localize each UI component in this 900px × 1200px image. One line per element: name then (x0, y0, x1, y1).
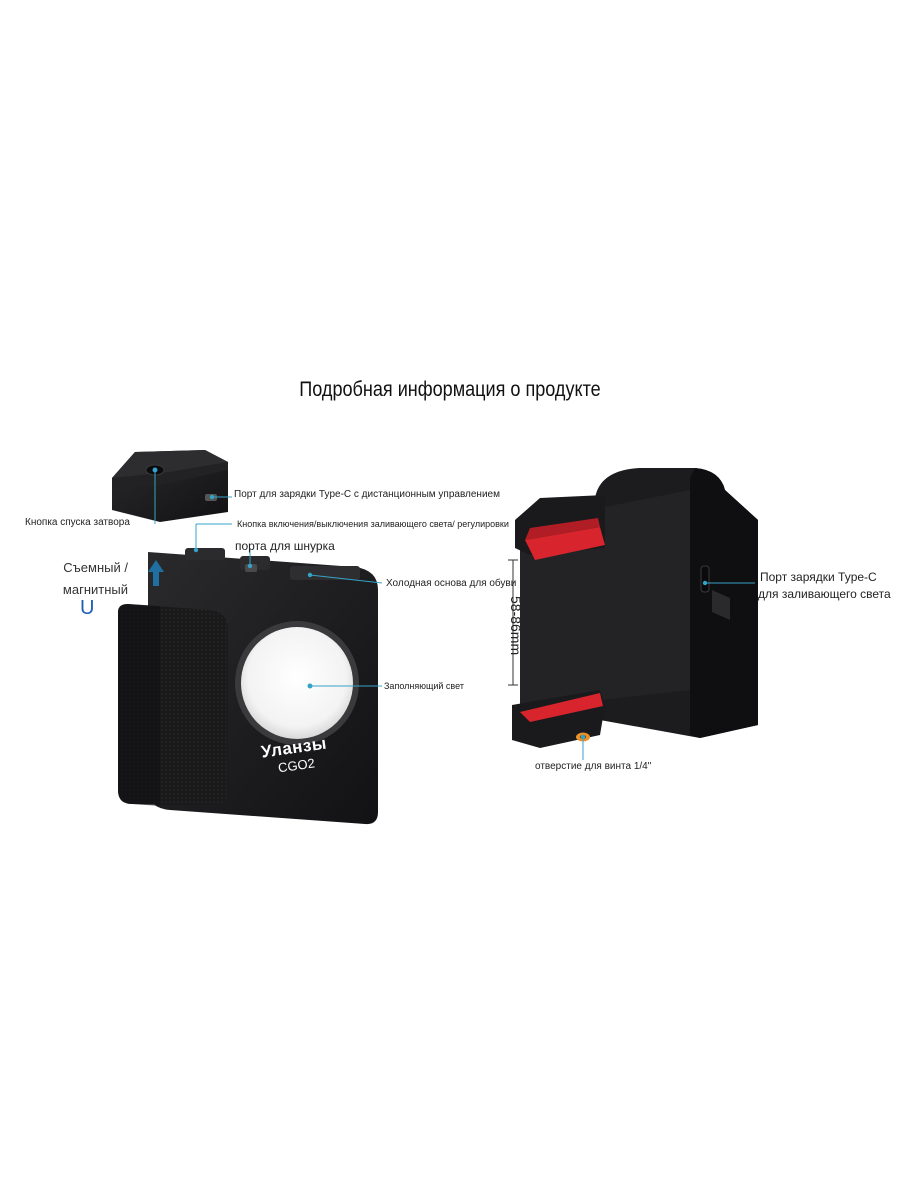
left-callout-lines (154, 470, 383, 687)
callout-lanyard-port: порта для шнурка (235, 539, 335, 553)
detachable-note: Съемный / магнитный (30, 557, 128, 601)
callout-shutter-button: Кнопка спуска затвора (25, 517, 130, 528)
right-callout-lines (582, 582, 755, 760)
remote-shutter-module (112, 450, 228, 522)
magnet-u-letter: U (80, 597, 95, 619)
right-callout-dots (580, 580, 708, 740)
callout-type-c-remote: Порт для зарядки Type-C с дистанционным … (234, 489, 500, 500)
page-title: Подробная информация о продукте (299, 378, 601, 401)
left-callout-dots (152, 467, 313, 689)
phone-clamp-device (512, 468, 758, 748)
phone-grip-body (118, 548, 378, 825)
callout-fill-light: Заполняющий свет (384, 681, 464, 691)
detach-arrow-icon (148, 560, 164, 586)
callout-type-c-light-line2: для заливающего света (758, 587, 891, 601)
detachable-note-line1: Съемный / (63, 560, 128, 575)
clamp-range-label: 58-86mm (508, 596, 524, 656)
callout-screw-hole: отверстие для винта 1/4" (535, 761, 652, 772)
detachable-note-line2: магнитный (62, 582, 128, 597)
clamp-dimension-line (508, 559, 518, 686)
callout-light-power-button: Кнопка включения/выключения заливающего … (237, 519, 509, 529)
callout-cold-shoe: Холодная основа для обуви (386, 578, 517, 589)
callout-type-c-light-line1: Порт зарядки Type-C (760, 570, 877, 584)
